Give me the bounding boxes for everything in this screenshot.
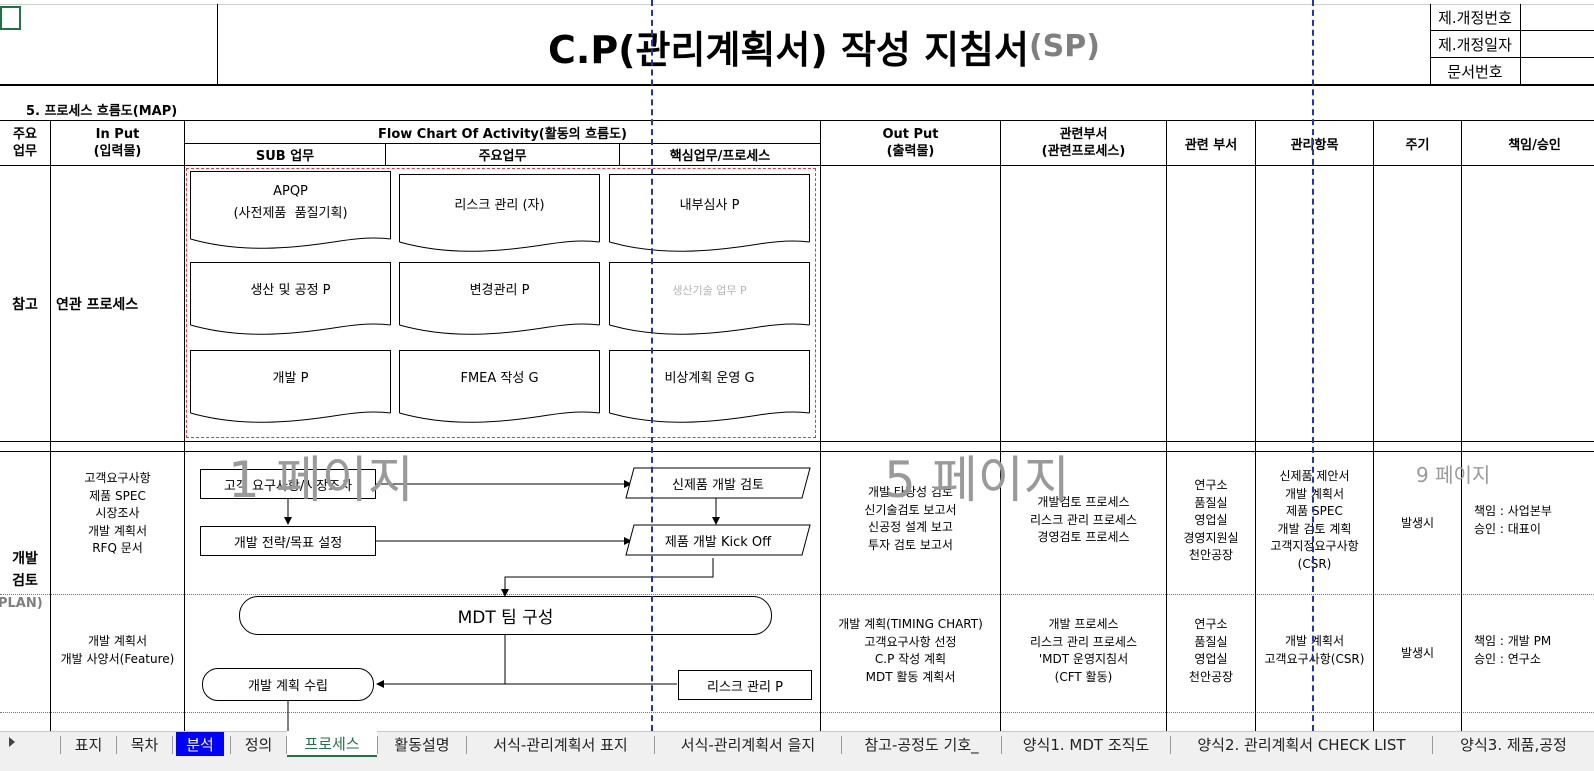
dev-rel-process-1: 개발검토 프로세스 리스크 관리 프로세스 경영검토 프로세스 [1030,495,1137,544]
reference-doc-development: 개발 P [190,350,391,423]
reference-doc-production-tech: 생산기술 업무 P [609,262,810,335]
reference-doc-label: 개발 P [272,371,309,386]
reference-doc-label: APQP (사전제품 품질기획) [233,183,348,221]
dev-resp-1: 책임 : 사업본부 승인 : 대표이 [1474,504,1552,536]
section-title: 5. 프로세스 흐름도(MAP) [26,104,178,119]
col-header-input: In Put (입력물) [93,126,142,160]
dev-cycle-1: 발생시 [1400,515,1435,530]
reference-doc-risk-management: 리스크 관리 (자) [399,174,600,252]
page-watermark-5: 5 페이지 [884,451,1070,509]
col-header-responsibility: 책임/승인 [1508,137,1561,153]
reference-doc-fmea: FMEA 작성 G [399,350,600,423]
reference-doc-label: FMEA 작성 G [460,371,539,386]
reference-doc-label: 비상계획 운영 G [664,371,755,386]
reference-doc-contingency-plan: 비상계획 운영 G [609,350,810,423]
col-header-related-dept-process: 관련부서 (관련프로세스) [1041,126,1126,160]
sheet-tab[interactable]: 양식1. MDT 조직도 [1022,735,1150,754]
sheet-tab[interactable]: 목차 [130,735,159,754]
reference-doc-label: 생산 및 공정 P [250,283,331,298]
col-header-sub-task: SUB 업무 [255,149,315,164]
col-header-related-dept: 관련 부서 [1184,137,1238,153]
dev-mgmt-2: 개발 계획서 고객요구사항(CSR) [1264,634,1365,666]
reference-doc-label: 내부심사 P [679,197,740,213]
dev-cycle-2: 발생시 [1400,645,1435,660]
dev-resp-2: 책임 : 개발 PM 승인 : 연구소 [1474,634,1552,666]
sheet-tab[interactable]: 서식-관리계획서 표지 [493,735,628,754]
reference-doc-label: 변경관리 P [469,283,530,298]
flow-customer-requirements: 고객 요구사항/시장조사 [200,469,376,499]
col-header-main-task: 주요 업무 [13,126,37,160]
sheet-tab[interactable]: 서식-관리계획서 을지 [680,735,816,754]
document-title: C.P(관리계획서) 작성 지침서(SP) [218,20,1430,72]
flow-new-product-review: 신제품 개발 검토 [672,477,764,493]
cell-selection[interactable] [0,6,21,30]
col-header-core-process: 핵심업무/프로세스 [669,149,771,164]
dev-inputs-2: 개발 계획서 개발 사양서(Feature) [60,634,175,666]
dev-outputs-1: 개발 타당성 검토 신기술검토 보고서 신공정 설계 보고 투자 검토 보고서 [864,485,957,552]
reference-input: 연관 프로세스 [56,297,139,313]
reference-doc-change-management: 변경관리 P [399,262,600,335]
reference-doc-internal-audit: 내부심사 P [609,174,810,252]
flow-risk-management: 리스크 관리 P [678,670,812,700]
sheet-tab[interactable]: 참고-공정도 기호_ [864,735,979,754]
page-break-line [651,0,653,731]
sheet-tab[interactable]: 분석 [176,732,224,756]
sheet-tab[interactable]: 표지 [74,735,103,754]
flow-dev-strategy: 개발 전략/목표 설정 [200,526,376,556]
page-break-line [1312,0,1314,731]
reference-doc-label: 생산기술 업무 P [672,284,747,297]
col-header-output: Out Put (출력물) [882,126,939,160]
sheet-tab[interactable]: 프로세스 [287,731,377,757]
col-header-key-task: 주요업무 [478,149,527,164]
reference-doc-label: 리스크 관리 (자) [454,197,545,213]
reference-process-group [186,168,816,438]
col-header-mgmt-item: 관리항목 [1290,137,1339,153]
sheet-tab[interactable]: 활동설명 [394,735,450,754]
page-watermark-9: 9 페이지 [1416,463,1491,487]
title-suffix: (SP) [1028,28,1100,64]
sheet-tab-bar: 표지 목차 분석 정의 프로세스 활동설명 서식-관리계획서 표지 서식-관리계획서 을지 참고… [0,731,1594,771]
scroll-tabs-right-icon[interactable] [9,737,15,747]
dev-inputs-1: 고객요구사항 제품 SPEC 시장조사 개발 계획서 RFQ 문서 [84,471,151,555]
page-watermark-1: 1 페이지 [228,451,414,509]
dev-dept-2: 연구소 품질실 영업실 천안공장 [1188,617,1234,684]
plan-label: (PLAN) [0,596,43,611]
dev-dept-1: 연구소 품질실 영업실 경영지원실 천안공장 [1183,478,1239,562]
flow-kickoff-shape [625,524,811,556]
reference-doc-apqp: APQP (사전제품 품질기획) [190,171,391,249]
revision-date-label: 제.개정일자 [1438,35,1512,54]
dev-outputs-2: 개발 계획(TIMING CHART) 고객요구사항 선정 C.P 작성 계획 … [838,617,983,684]
flow-dev-plan: 개발 계획 수립 [202,668,374,701]
sheet-tab[interactable]: 정의 [244,735,273,754]
dev-rel-process-2: 개발 프로세스 리스크 관리 프로세스 'MDT 운영지침서 (CFT 활동) [1030,617,1137,684]
revision-number-label: 제.개정번호 [1438,9,1512,27]
title-main: C.P(관리계획서) 작성 지침서 [548,27,1029,72]
sheet-tab[interactable]: 양식3. 제품,공정 [1460,735,1567,754]
col-header-flow-chart: Flow Chart Of Activity(활동의 흐름도) [378,126,627,142]
flow-new-product-review-shape [625,467,811,499]
flow-kickoff: 제품 개발 Kick Off [664,534,772,550]
dev-row-label: 개발 검토 [12,551,38,589]
flow-connectors [284,480,720,731]
document-number-label: 문서번호 [1447,62,1503,81]
reference-row-label: 참고 [12,296,38,313]
col-header-cycle: 주기 [1405,137,1430,153]
sheet-tab[interactable]: 양식2. 관리계획서 CHECK LIST [1197,735,1406,754]
dev-mgmt-1: 신제품 제안서 개발 계획서 제품 SPEC 개발 검토 계획 고객지정요구사항… [1270,469,1359,571]
flow-mdt-team: MDT 팀 구성 [239,596,772,635]
reference-doc-production-process: 생산 및 공정 P [190,262,391,335]
